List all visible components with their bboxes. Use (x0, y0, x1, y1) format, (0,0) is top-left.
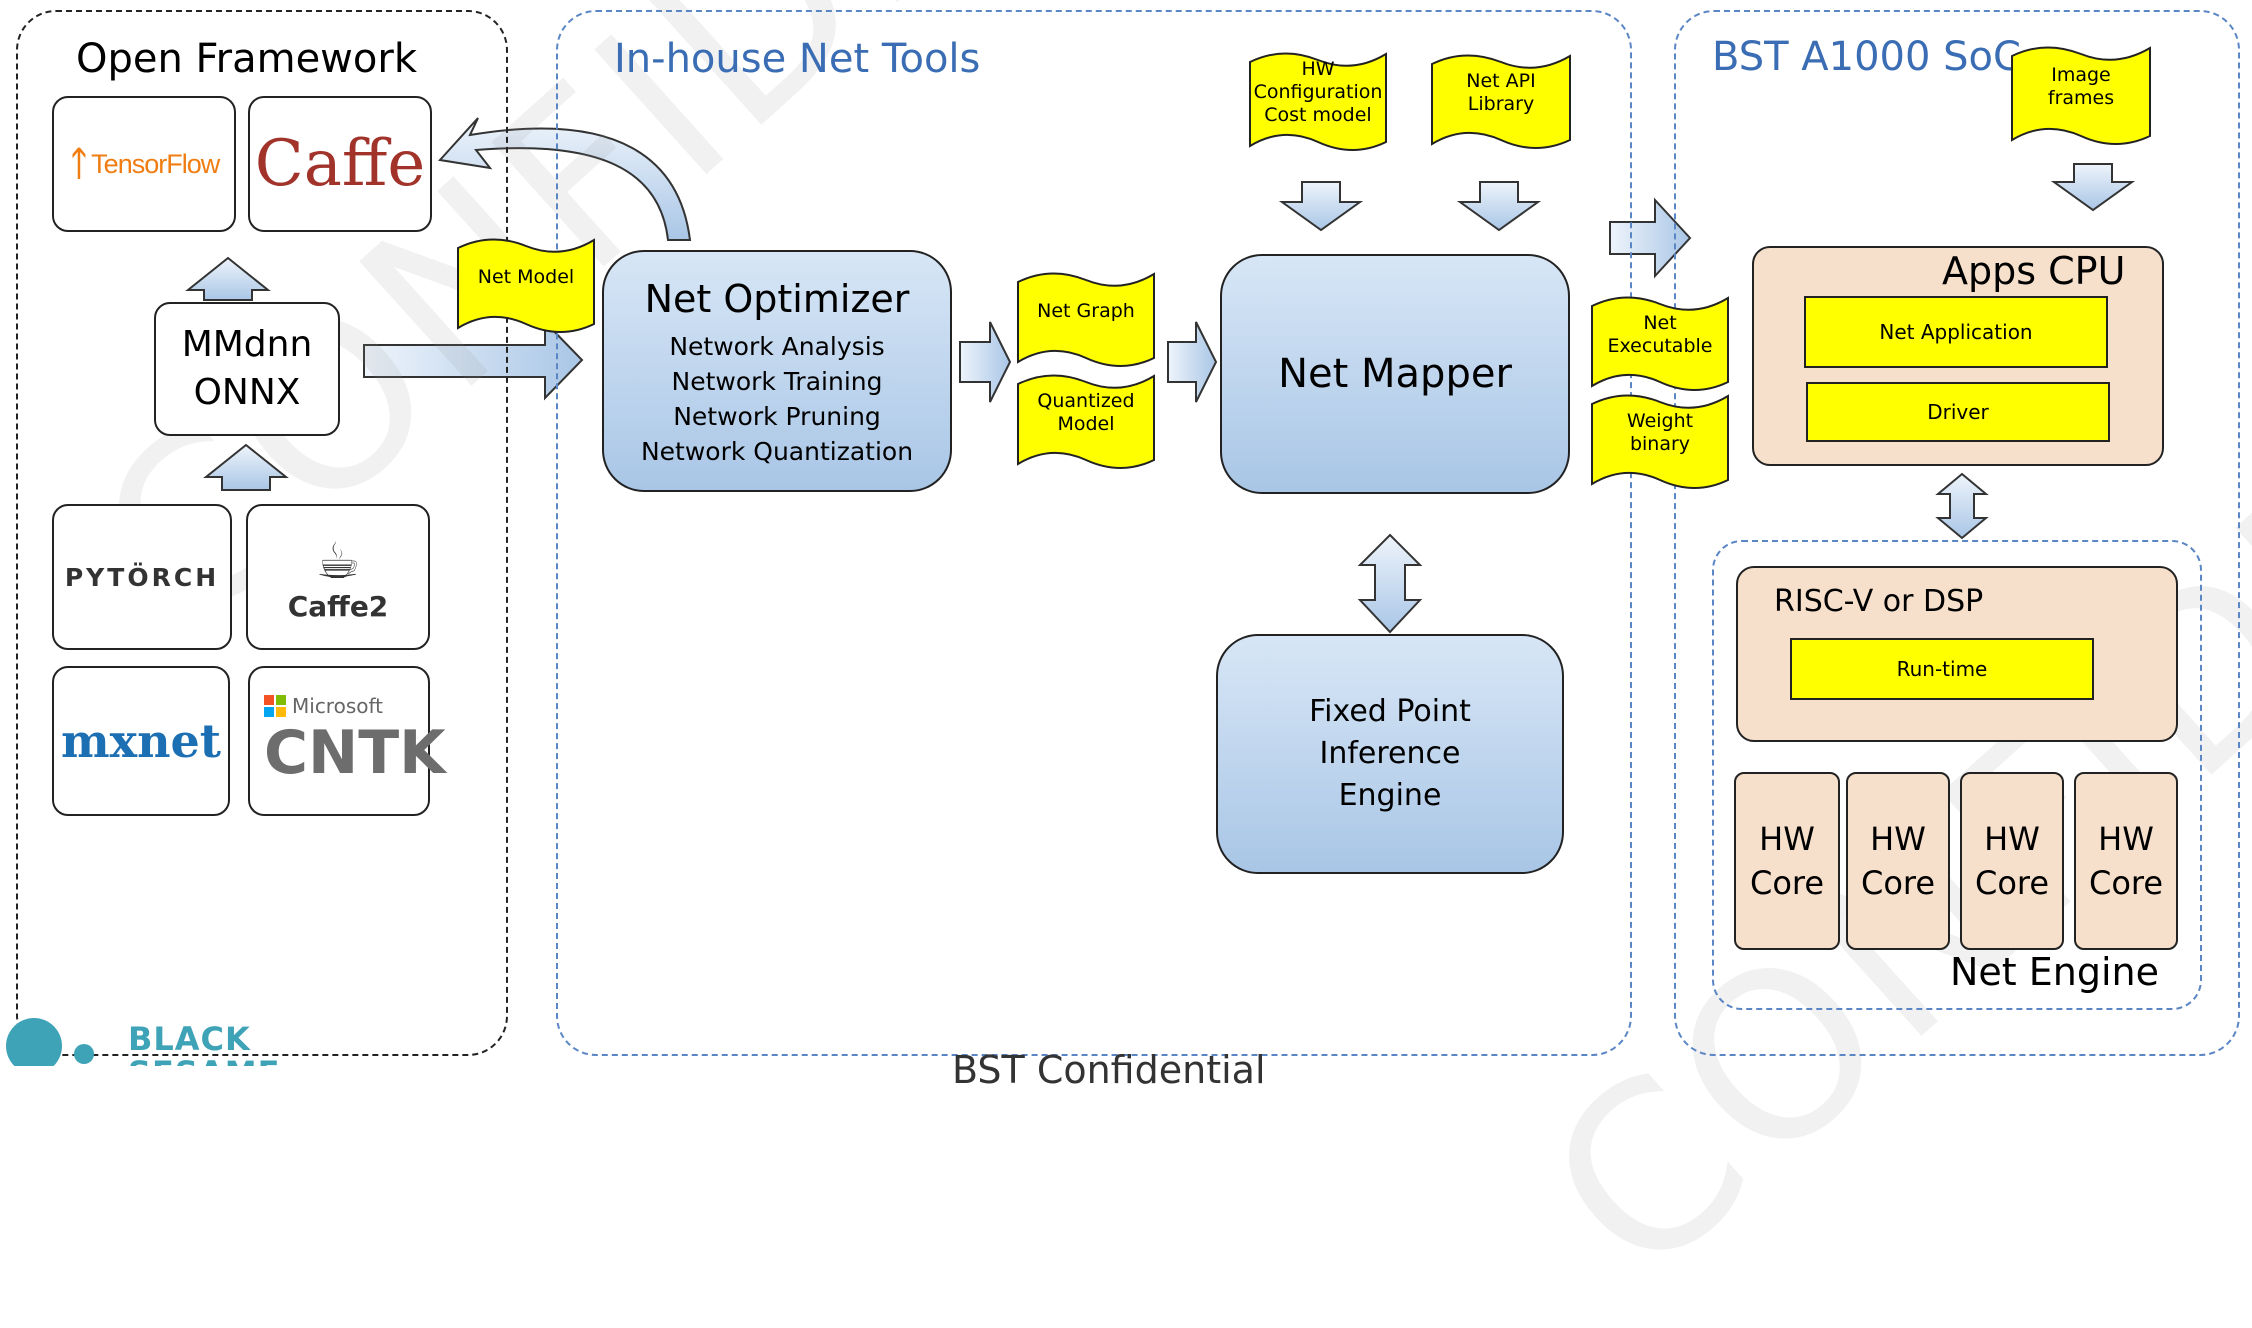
soc-panel (1674, 10, 2240, 1056)
cntk-tile: Microsoft CNTK (248, 666, 446, 816)
optimizer-item-pruning: Network Pruning (673, 402, 881, 431)
hw-config-label: HW Configuration Cost model (1253, 58, 1383, 127)
runtime-box: Run-time (1790, 638, 2094, 700)
double-arrow-mapper-to-engine (1357, 533, 1423, 634)
footer-confidential: BST Confidential (952, 1048, 1266, 1092)
microsoft-label: Microsoft (292, 694, 384, 718)
fixed-point-engine-box: Fixed Point Inference Engine (1216, 634, 1564, 874)
net-graph-label: Net Graph (1037, 299, 1135, 322)
arrow-graph-to-mapper (1167, 321, 1218, 403)
coffee-cup-icon: ☕ (315, 531, 361, 590)
image-frames-label: Image frames (2047, 63, 2115, 109)
caffe-label: Caffe (254, 127, 426, 201)
fixed-point-line3: Engine (1338, 778, 1442, 813)
net-api-doc: Net API Library (1430, 52, 1572, 152)
net-api-label: Net API Library (1466, 70, 1536, 115)
quantized-model-label: Quantized Model (1037, 390, 1135, 435)
down-arrow-netapi-to-mapper (1456, 181, 1542, 232)
soc-title: BST A1000 SoC (1712, 34, 2021, 80)
logo-mark-icon (6, 1018, 62, 1066)
net-executable-label: Net Executable (1607, 312, 1713, 357)
net-mapper-box: Net Mapper (1220, 254, 1570, 494)
onnx-label: ONNX (193, 372, 301, 413)
fixed-point-line2: Inference (1319, 736, 1461, 771)
microsoft-logo-icon (264, 695, 286, 717)
weight-binary-label: Weight binary (1626, 410, 1694, 455)
open-framework-panel (16, 10, 508, 1056)
net-executable-doc: Net Executable (1590, 294, 1730, 394)
net-optimizer-box: Net Optimizer Network Analysis Network T… (602, 250, 952, 492)
pytorch-tile: PYTÖRCH (52, 504, 232, 650)
net-engine-title: Net Engine (1950, 950, 2160, 994)
optimizer-item-quantization: Network Quantization (640, 437, 914, 466)
inhouse-title: In-house Net Tools (614, 36, 981, 82)
black-sesame-logo: BLACK SESAME (4, 1012, 294, 1066)
fixed-point-line1: Fixed Point (1309, 694, 1471, 729)
logo-line2: SESAME (128, 1054, 280, 1066)
net-model-doc: Net Model (456, 236, 596, 336)
diagram-canvas (185, 117, 2136, 634)
pytorch-label: PYTÖRCH (64, 562, 220, 592)
net-mapper-label: Net Mapper (1278, 351, 1512, 397)
double-arrow-cpu-to-engine (1935, 472, 1989, 540)
hw-core-1: HW Core (1734, 772, 1840, 950)
hw-core-3: HW Core (1960, 772, 2064, 950)
up-arrow-frameworks-to-mmdnn (203, 443, 289, 491)
net-model-label: Net Model (477, 265, 575, 288)
hw-core-4: HW Core (2074, 772, 2178, 950)
down-arrow-frames-to-cpu (2050, 163, 2136, 212)
tensorflow-icon: ᛏ (68, 144, 90, 184)
optimizer-item-training: Network Training (671, 367, 883, 396)
mxnet-label: mxnet (60, 714, 222, 768)
open-framework-title: Open Framework (76, 36, 417, 82)
logo-line1: BLACK (128, 1020, 251, 1058)
caffe-tile: Caffe (248, 96, 432, 232)
arrow-mmdnn-to-optimizer (363, 319, 584, 401)
caffe2-label: Caffe2 (287, 589, 389, 623)
image-frames-doc: Image frames (2010, 44, 2152, 148)
up-arrow-mmdnn-to-tensorflow (185, 256, 271, 301)
optimizer-item-analysis: Network Analysis (669, 332, 885, 361)
net-graph-doc: Net Graph (1016, 270, 1156, 370)
arrow-inhouse-to-soc (1609, 197, 1692, 279)
inhouse-panel (556, 10, 1632, 1056)
hw-core-2: HW Core (1846, 772, 1950, 950)
net-optimizer-title: Net Optimizer (644, 277, 910, 321)
logo-dot-icon (74, 1044, 94, 1064)
mmdnn-onnx-box: MMdnn ONNX (154, 302, 340, 436)
tensorflow-label: TensorFlow (91, 148, 220, 179)
weight-binary-doc: Weight binary (1590, 392, 1730, 492)
arrow-optimizer-to-graph (959, 321, 1012, 403)
net-engine-panel (1712, 540, 2202, 1010)
driver-box: Driver (1806, 382, 2110, 442)
apps-cpu-title: Apps CPU (1942, 249, 2126, 293)
cntk-label: CNTK (264, 718, 446, 788)
curved-arrow-optimizer-to-caffe (438, 117, 692, 241)
hw-config-doc: HW Configuration Cost model (1248, 50, 1388, 154)
mmdnn-label: MMdnn (181, 324, 313, 365)
mxnet-tile: mxnet (52, 666, 230, 816)
tensorflow-tile: ᛏ TensorFlow (52, 96, 236, 232)
net-application-box: Net Application (1804, 296, 2108, 368)
risc-v-dsp-title: RISC-V or DSP (1774, 584, 1984, 619)
quantized-model-doc: Quantized Model (1016, 372, 1156, 472)
down-arrow-hwconfig-to-mapper (1278, 181, 1364, 232)
caffe2-tile: ☕ Caffe2 (246, 504, 430, 650)
